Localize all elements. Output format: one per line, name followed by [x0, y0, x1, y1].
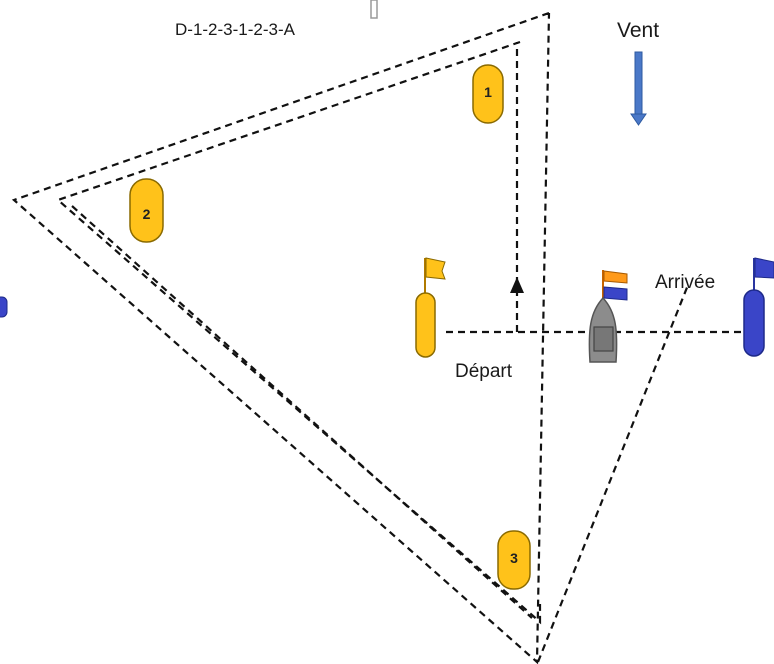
course-lines [11, 11, 742, 664]
mark-1: 1 [472, 64, 504, 124]
boat-orange-flag-icon [603, 270, 628, 284]
start-flag-icon [425, 257, 446, 280]
start-label: Départ [455, 361, 513, 382]
course-sequence: D-1-2-3-1-2-3-A [175, 20, 296, 39]
course-line-middle [55, 40, 542, 625]
start-buoy [415, 257, 446, 358]
course-line-outer [11, 11, 551, 664]
mark-2-number: 2 [143, 206, 151, 222]
start-arrow-icon [510, 277, 524, 293]
wind-arrow-icon [630, 51, 647, 126]
mark-3: 3 [497, 530, 531, 590]
wind-label: Vent [617, 19, 659, 42]
course-line-inner [71, 205, 533, 619]
course-line-finish-leg [536, 284, 690, 663]
pole-stub [370, 0, 378, 19]
finish-flag-icon [754, 257, 774, 279]
finish-buoy [743, 257, 774, 357]
mark-2: 2 [129, 178, 164, 243]
mark-1-number: 1 [484, 84, 492, 100]
boat-blue-flag-icon [603, 286, 628, 301]
committee-boat-icon [588, 270, 628, 363]
finish-label: Arrivée [655, 272, 715, 293]
left-blue-buoy-partial [0, 296, 8, 318]
mark-3-number: 3 [510, 550, 518, 566]
